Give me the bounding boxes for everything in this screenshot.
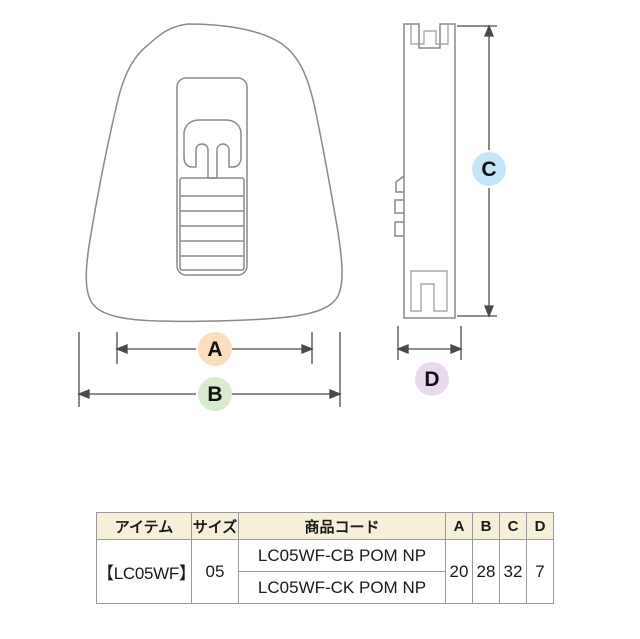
front-view xyxy=(85,23,343,323)
header-dim-b: B xyxy=(472,512,500,540)
specification-table: アイテム サイズ 商品コード A B C D 【LC05WF】 05 LC05W… xyxy=(96,512,554,604)
header-dim-c: C xyxy=(499,512,527,540)
cell-code-2: LC05WF-CK POM NP xyxy=(238,571,446,604)
dimension-badge-b: B xyxy=(198,377,232,411)
cell-code-1: LC05WF-CB POM NP xyxy=(238,539,446,572)
header-size: サイズ xyxy=(191,512,239,540)
cell-dim-c: 32 xyxy=(499,539,527,604)
table-row: LC05WF-CK POM NP xyxy=(97,571,554,604)
dimension-d xyxy=(396,326,463,360)
header-row: アイテム サイズ 商品コード A B C D xyxy=(96,512,554,540)
technical-drawing: A B C D xyxy=(77,23,506,411)
table-row: 【LC05WF】 05 LC05WF-CB POM NP 20 28 32 7 xyxy=(96,539,554,604)
dimension-badge-a: A xyxy=(198,332,232,366)
dimension-b xyxy=(77,332,342,407)
cell-dim-b: 28 xyxy=(472,539,500,604)
dimension-badge-d: D xyxy=(415,362,449,396)
cell-item: 【LC05WF】 xyxy=(96,539,196,604)
dimension-a xyxy=(115,332,314,364)
drawing-svg xyxy=(77,23,497,407)
dimension-badge-c: C xyxy=(472,152,506,186)
spec-table: アイテム サイズ 商品コード A B C D 【LC05WF】 05 LC05W… xyxy=(96,512,554,604)
header-dim-d: D xyxy=(526,512,554,540)
cell-dim-d: 7 xyxy=(526,539,554,604)
header-dim-a: A xyxy=(445,512,473,540)
table-header: アイテム サイズ 商品コード A B C D xyxy=(96,512,554,540)
side-view xyxy=(394,23,456,319)
cell-size: 05 xyxy=(191,539,239,604)
cell-dim-a: 20 xyxy=(445,539,473,604)
header-code: 商品コード xyxy=(238,512,446,540)
header-item: アイテム xyxy=(96,512,192,540)
table-body: 【LC05WF】 05 LC05WF-CB POM NP 20 28 32 7 … xyxy=(96,539,554,604)
dimension-c xyxy=(457,24,497,318)
